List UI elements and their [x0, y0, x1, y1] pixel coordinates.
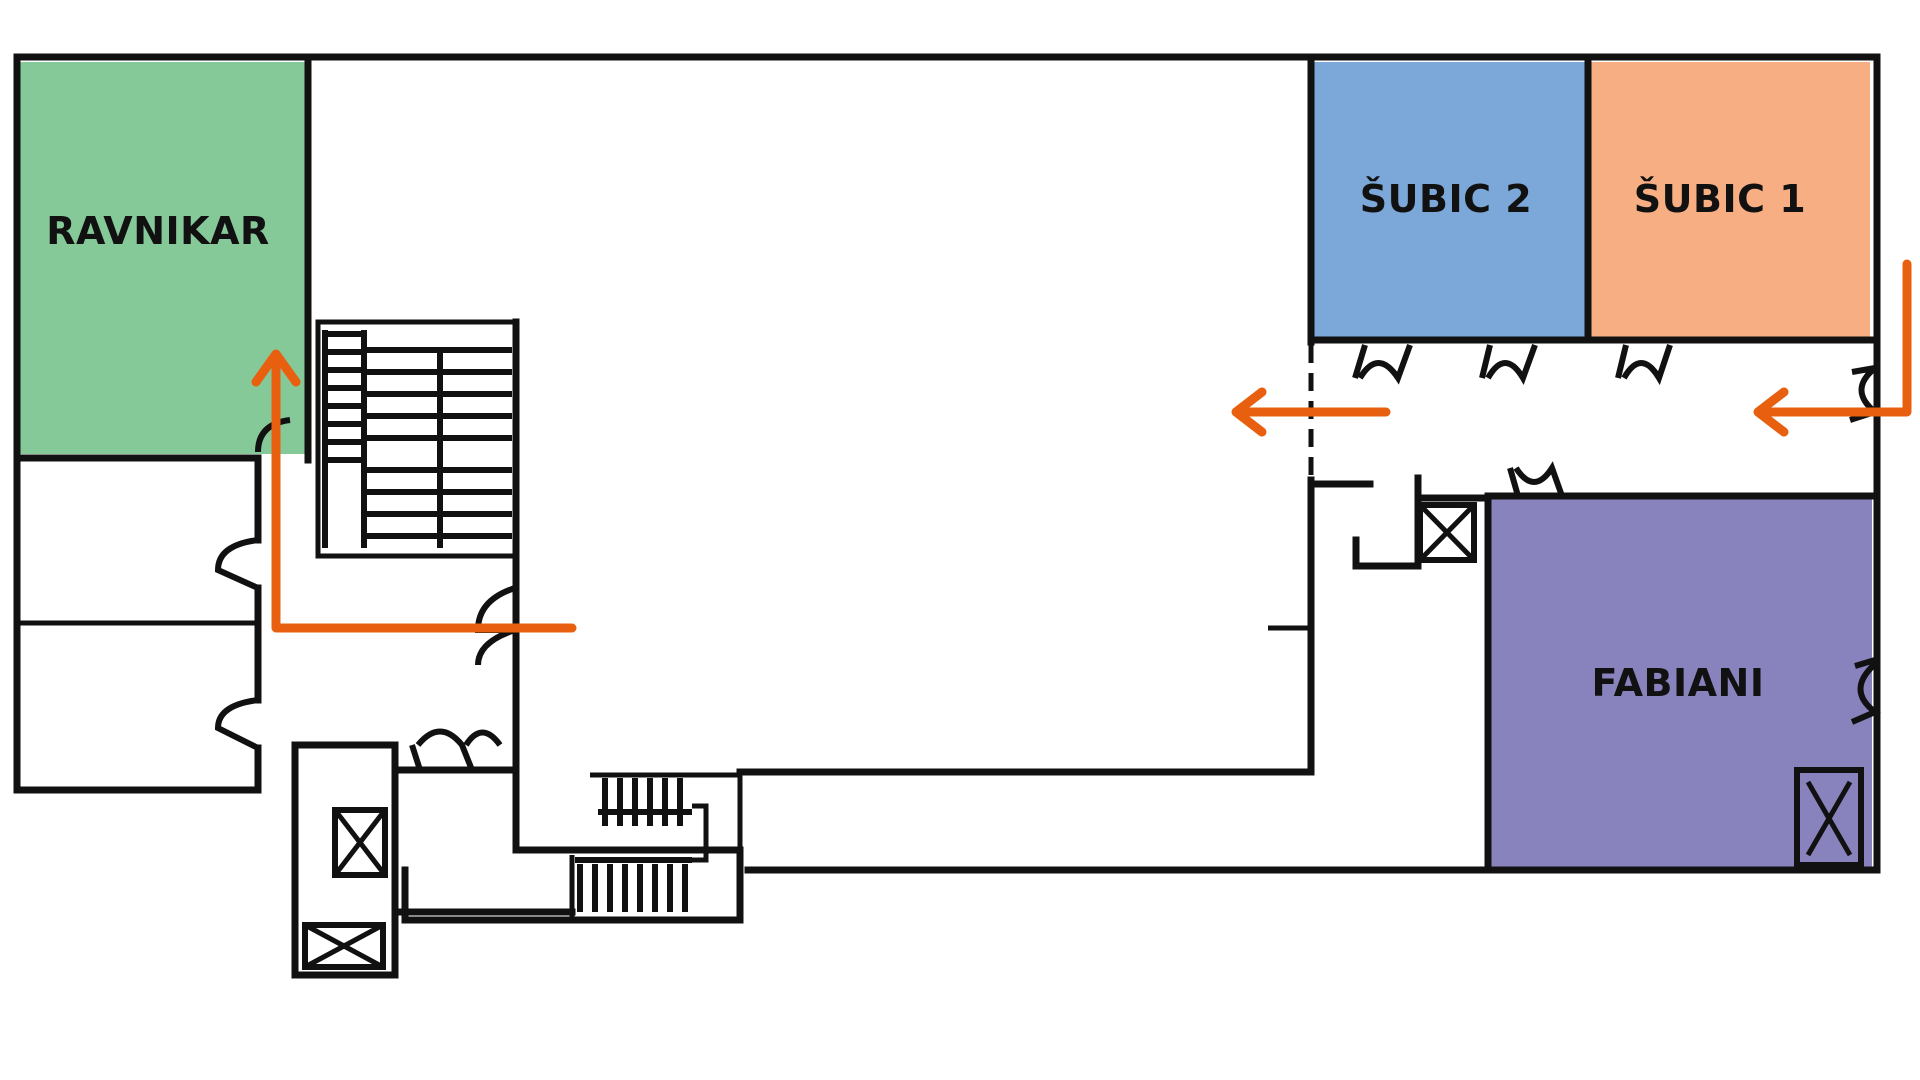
door-swing	[1507, 461, 1565, 498]
door-swing	[409, 728, 503, 772]
room-subic-1-fill	[1590, 62, 1870, 340]
room-ravnikar-fill	[20, 62, 306, 454]
door-swing	[1850, 657, 1881, 725]
elevator-box	[302, 922, 386, 970]
wall-east-jog	[1414, 474, 1492, 502]
room-ravnikar[interactable]: RAVNIKAR	[20, 62, 306, 454]
room-fabiani-fill	[1488, 498, 1872, 868]
direction-arrow-icon	[1753, 387, 1789, 437]
staircase-icon	[315, 319, 519, 559]
room-fabiani-label: FABIANI	[1592, 661, 1765, 705]
staircase-main-outline	[315, 319, 519, 559]
door-swing	[1615, 344, 1673, 386]
room-subic-2-fill	[1313, 62, 1586, 340]
direction-arrow-icon	[251, 349, 301, 387]
elevator-icon	[302, 922, 386, 970]
room-subic-1[interactable]: ŠUBIC 1	[1590, 62, 1870, 340]
stair-landing	[692, 803, 709, 863]
elevator-box	[332, 807, 388, 878]
elevator-cross	[333, 808, 387, 877]
direction-arrow-icon	[1231, 387, 1267, 437]
wall-hall-east	[736, 476, 1315, 776]
elevator-icon	[1417, 502, 1477, 563]
room-ravnikar-label: RAVNIKAR	[46, 209, 270, 253]
route-from-east	[1753, 259, 1912, 437]
wall-lift-core	[291, 741, 399, 979]
route-line	[1755, 259, 1912, 417]
elevator-icon	[332, 807, 388, 878]
elevator-box	[1794, 767, 1864, 868]
room-subic-1-label: ŠUBIC 1	[1634, 177, 1806, 221]
route-line	[271, 355, 577, 633]
outer-wall	[13, 53, 1881, 874]
door-swing	[255, 417, 291, 453]
route-to-ravnikar	[251, 349, 577, 633]
door-swing	[1352, 343, 1413, 385]
door-swing	[214, 697, 260, 751]
room-subic-2-label: ŠUBIC 2	[1360, 177, 1532, 221]
route-west-corridor	[1231, 387, 1391, 437]
elevator-icon	[1794, 767, 1864, 868]
staircase-lower-icon	[569, 772, 743, 923]
room-fabiani[interactable]: FABIANI	[1488, 498, 1872, 868]
door-swing	[1479, 343, 1538, 385]
staircase-lower-outline	[569, 772, 743, 923]
elevator-cross	[1418, 503, 1476, 562]
wall-east-hook	[1352, 494, 1422, 570]
room-subic-2[interactable]: ŠUBIC 2	[1313, 62, 1586, 340]
elevator-cross	[1805, 780, 1853, 857]
elevator-cross	[303, 922, 385, 970]
door-swing	[214, 537, 260, 591]
elevator-box	[1417, 502, 1477, 563]
